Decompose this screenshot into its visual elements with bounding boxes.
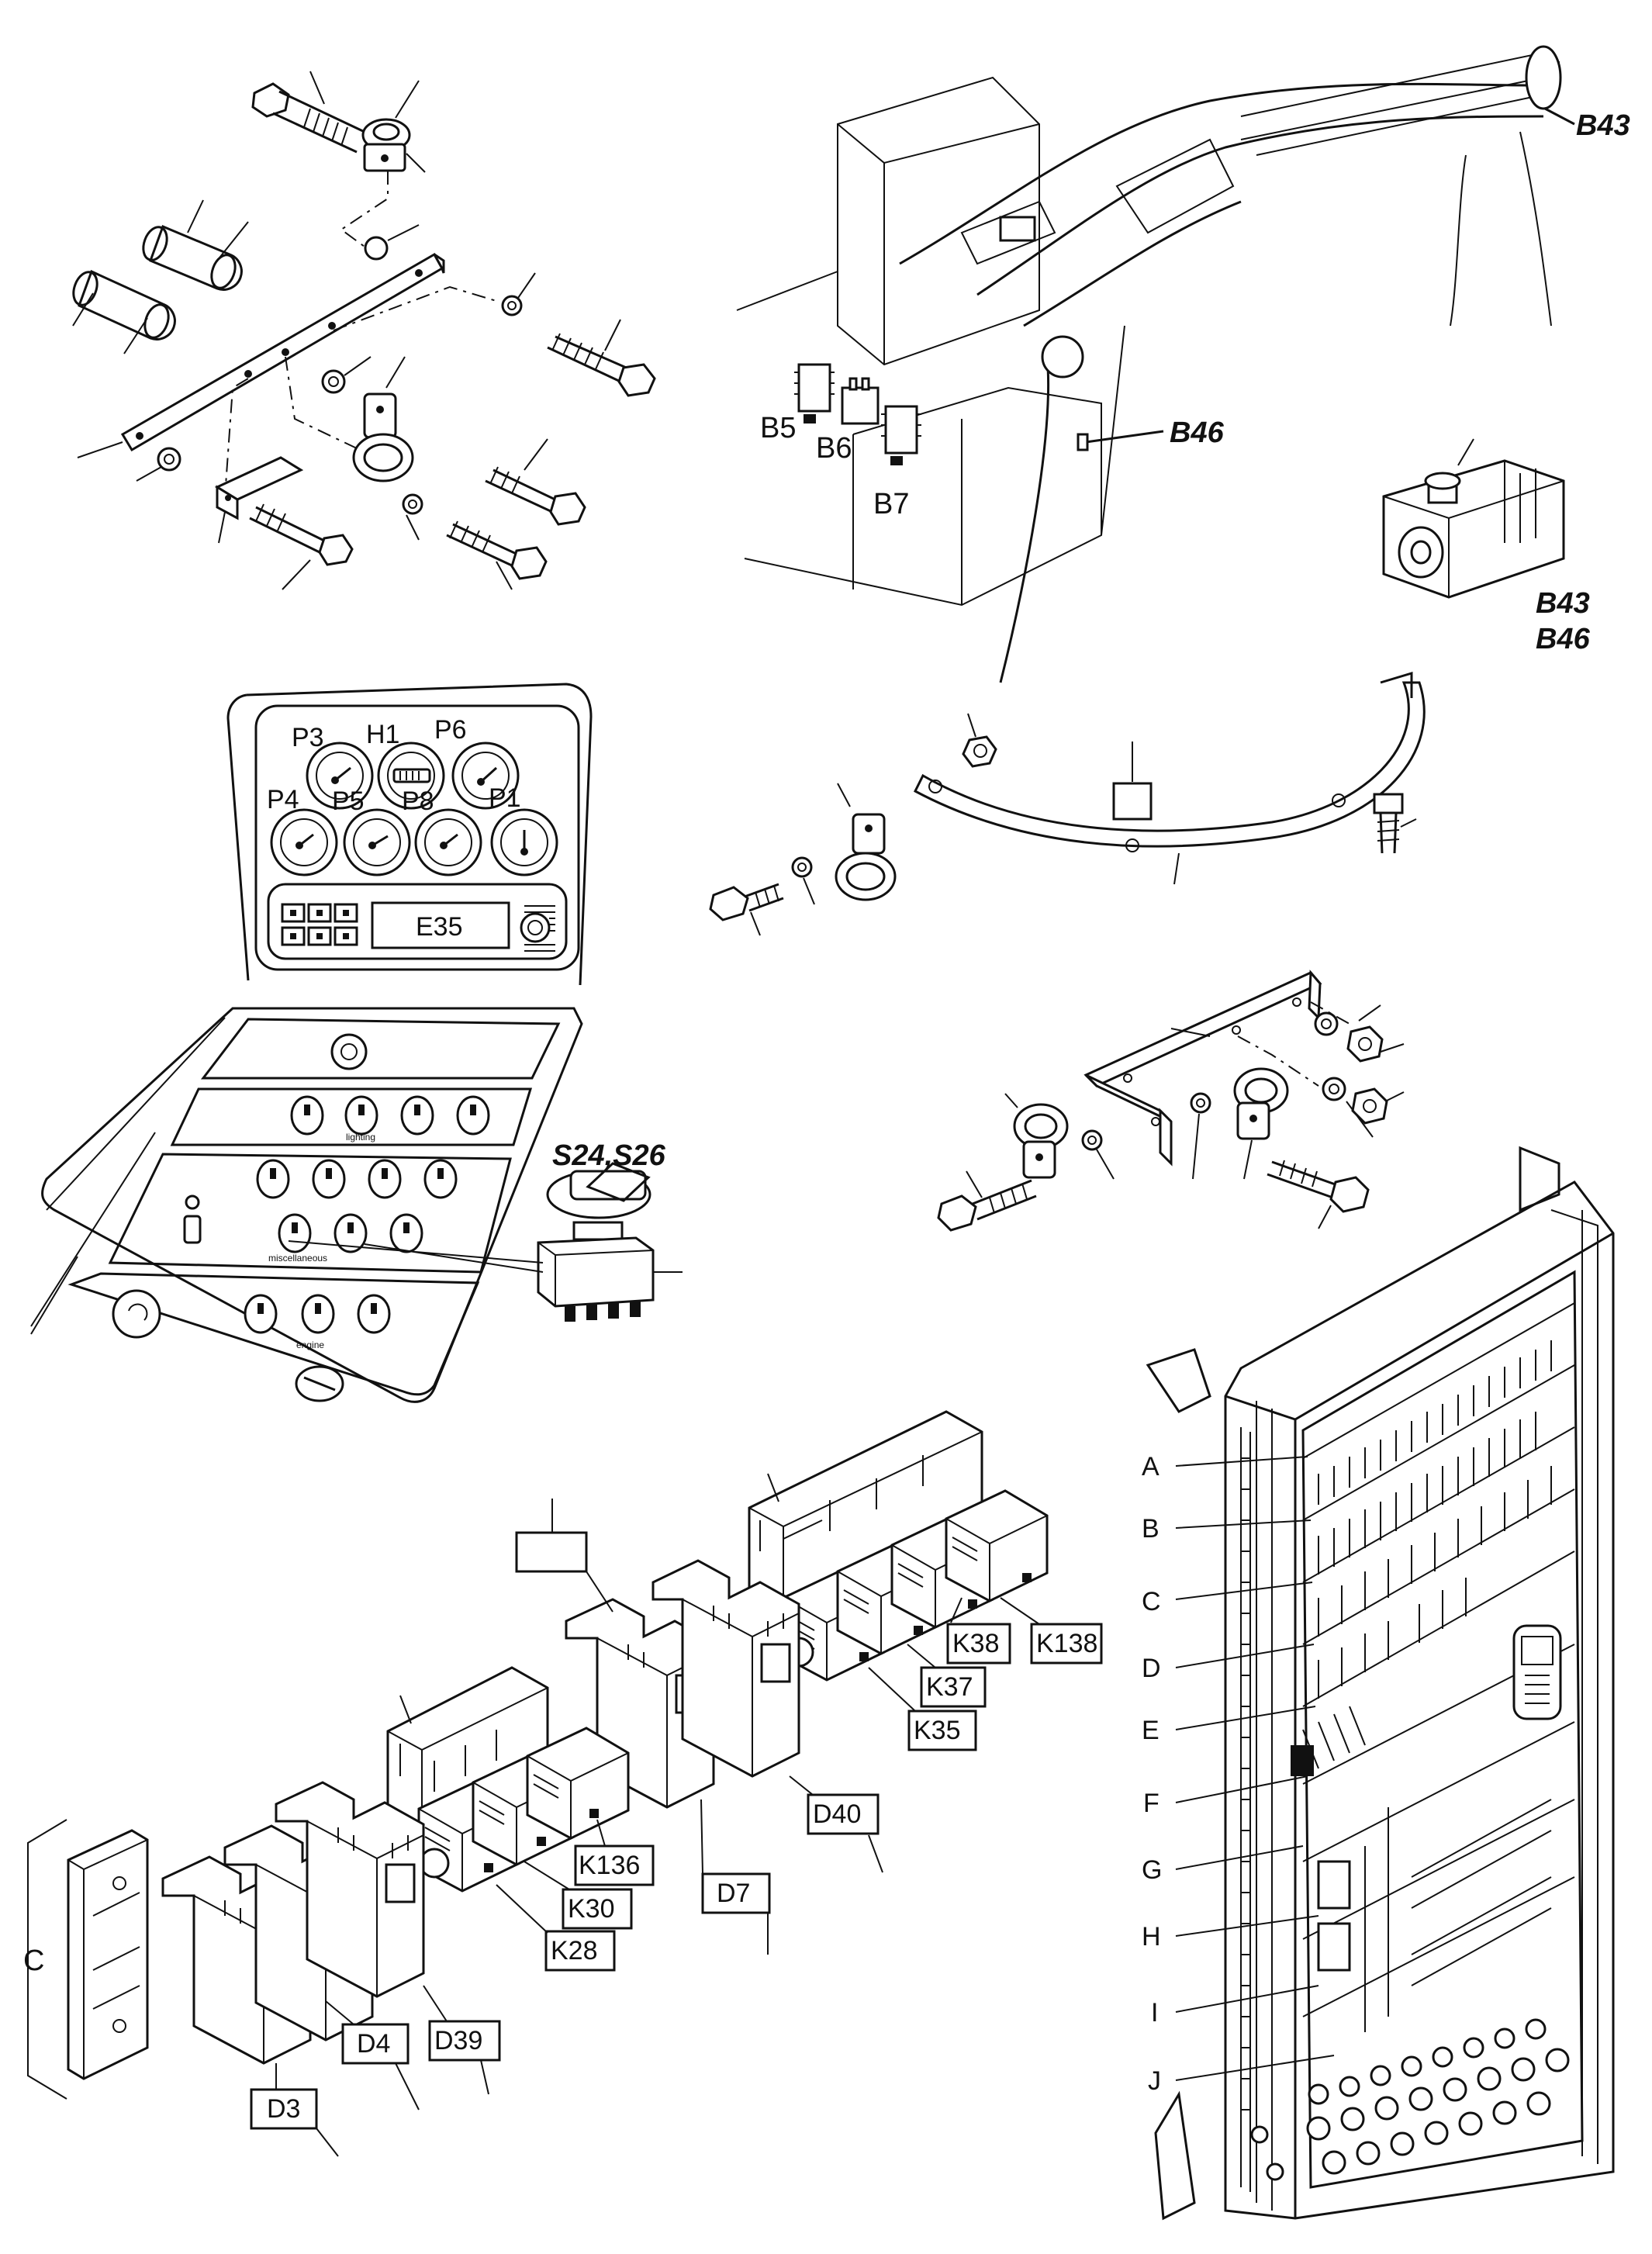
k38-label: K38 [952,1629,1000,1658]
k138-label: K138 [1036,1629,1097,1658]
gauge-p6-icon [451,742,520,810]
cable-clip-top [361,80,426,173]
cabinet-g-label: G [1142,1855,1162,1885]
b6-label: B6 [816,432,852,465]
lighting-switches [290,1095,490,1136]
relay-module-assembly: D8 C K138 K38 K37 [23,1410,1103,2157]
engine-switches [112,1289,391,1402]
cable-clip-left [1004,1093,1069,1179]
display-label: E35 [416,912,463,942]
d40-label: D40 [813,1799,861,1829]
spacer-upper [142,199,249,291]
gauge-p8-icon [414,808,482,876]
relay-k138-icon [945,1489,1049,1602]
cable-clip-strap [835,783,897,901]
panel-lighting-label: lighting [346,1132,375,1143]
cabinet-d-label: D [1142,1654,1161,1683]
k37-label: K37 [926,1672,973,1702]
relay-k136-icon [526,1727,630,1840]
bolt-lower-middle [485,438,586,526]
gauge-p5-icon [343,808,411,876]
curved-strap-assembly [709,671,1426,936]
cabinet-b-label: B [1142,1514,1160,1544]
cable-clip-right [1233,1067,1289,1180]
cabinet-e-label: E [1142,1716,1160,1745]
gauge-h1-icon [377,742,445,810]
cable-glands [1250,2018,1570,2181]
cabinet-j-label: J [1148,2066,1161,2096]
control-panel: P3 H1 P6 P4 P5 P8 P1 E35 [30,683,683,1403]
selector-switch-icon [537,1162,655,1322]
c-bracket-label: C [23,1945,44,1977]
k136-label: K136 [579,1851,640,1880]
sensor-b7 [881,405,921,465]
gauge-p6-label: P6 [434,715,467,745]
gauge-p8-label: P8 [402,786,434,816]
bolt-lower-left [249,503,354,590]
boom-machine-view: B5 B6 B7 B46 B43 B43 B46 [736,45,1630,683]
gauge-p4-icon [270,808,338,876]
bolt-lower-right [446,520,548,590]
sensor-inset [1382,438,1565,599]
b43-inset-label: B43 [1536,587,1590,620]
k35-label: K35 [914,1716,961,1745]
b5-label: B5 [760,412,796,444]
module-d39-icon [275,1781,425,1998]
gauge-p1-icon [490,808,558,876]
gauge-h1-label: H1 [366,720,399,749]
b46-label: B46 [1170,417,1225,449]
din-rail-modules [1291,1302,1575,2032]
cable-clip-middle [352,356,414,482]
gauge-p1-label: P1 [489,783,521,813]
bolt-right-upper [547,319,656,397]
electrical-cabinet: A B C D E F G H I J [1142,1146,1615,2221]
b7-label: B7 [873,488,909,520]
gauge-p4-label: P4 [267,785,299,814]
angle-bracket-assembly [937,970,1405,1232]
panel-engine-label: engine [296,1340,324,1350]
gauge-p5-label: P5 [332,786,365,816]
clamp-bracket-assembly [72,71,656,590]
switch-ref-label: S24,S26 [552,1139,666,1172]
keypad-icon [281,903,358,946]
d7-label: D7 [717,1879,750,1908]
misc-switches [183,1159,458,1253]
panel-misc-label: miscellaneous [268,1253,327,1264]
stud-strap [1373,793,1417,854]
mounting-bracket-c [27,1819,149,2100]
b46-inset-label: B46 [1536,623,1591,655]
angle-piece [214,456,304,544]
b43-label: B43 [1576,109,1630,142]
bolt-strap [709,883,784,936]
bolt-bracket-right [1267,1160,1370,1229]
cabinet-a-label: A [1142,1452,1160,1481]
bolt-bracket-left [937,1170,1037,1232]
d4-label: D4 [357,2029,390,2059]
gauge-p3-label: P3 [292,723,324,752]
cabinet-h-label: H [1142,1922,1161,1952]
flat-bar [77,252,445,458]
spacer-lower [72,269,176,354]
gauge-p3-icon [306,742,374,810]
d3-label: D3 [267,2094,300,2124]
d39-label: D39 [434,2026,482,2055]
k28-label: K28 [551,1936,598,1965]
sensor-b5 [794,363,835,423]
sensor-b6 [841,377,880,425]
cabinet-c-label: C [1142,1587,1161,1616]
bolt-top [251,71,365,154]
k30-label: K30 [568,1894,615,1924]
cabinet-f-label: F [1143,1789,1160,1818]
module-d40-icon [651,1559,800,1778]
cabinet-i-label: I [1151,1998,1158,2028]
